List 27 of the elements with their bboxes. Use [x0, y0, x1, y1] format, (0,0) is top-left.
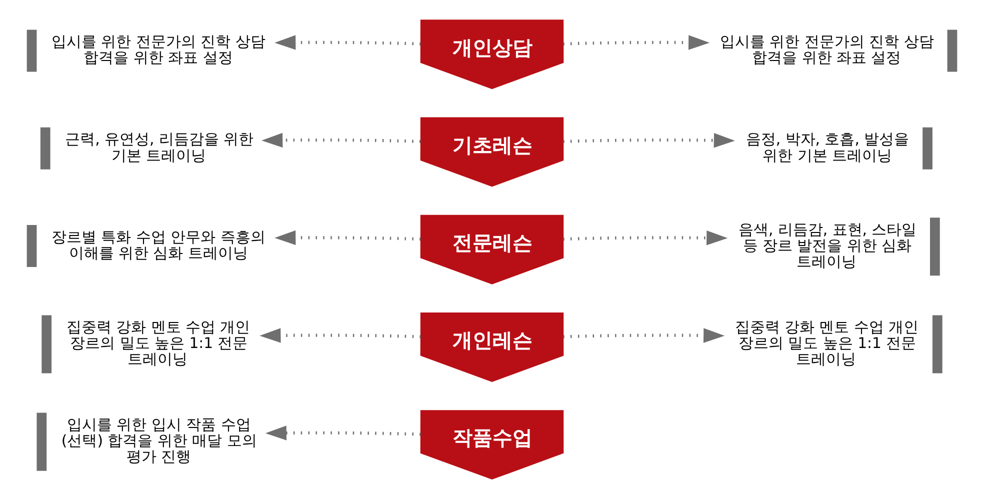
node-label: 음색, 리듬감, 표현, 스타일 등 장르 발전을 위한 심화 트레이닝	[738, 221, 916, 271]
arrow	[274, 230, 420, 246]
node-box	[932, 315, 942, 374]
node-box	[26, 225, 36, 267]
node-box	[922, 127, 932, 170]
arrow	[264, 426, 420, 440]
node-box	[26, 30, 36, 72]
node-label: 집중력 강화 멘토 수업 개인 장르의 밀도 높은 1:1 전문 트레이닝	[734, 318, 918, 368]
node-label: 입시를 위한 전문가의 진학 상담 합격을 위한 좌표 설정	[51, 34, 265, 67]
arrow	[259, 328, 420, 343]
node-box	[946, 30, 957, 72]
node-label: 장르별 특화 수업 안무와 즉흥의 이해를 위한 심화 트레이닝	[51, 228, 265, 262]
arrow	[562, 133, 734, 148]
node-label: 입시를 위한 입시 작품 수업 (선택) 합격을 위한 매달 모의 평가 진행	[60, 416, 256, 466]
node-box	[41, 315, 52, 374]
arrow	[274, 35, 420, 50]
arrow	[562, 328, 724, 343]
node-label: 음정, 박자, 호흡, 발성을 위한 기본 트레이닝	[745, 131, 909, 164]
node-label: 입시를 위한 전문가의 진학 상담 합격을 위한 좌표 설정	[719, 34, 934, 67]
node-label: 집중력 강화 멘토 수업 개인 장르의 밀도 높은 1:1 전문 트레이닝	[66, 318, 250, 368]
node-box	[40, 127, 50, 170]
node-label: 근력, 유연성, 리듬감을 위한 기본 트레이닝	[64, 131, 254, 164]
arrow	[562, 35, 710, 50]
arrow	[562, 230, 728, 246]
arrow	[261, 132, 420, 148]
node-box	[36, 412, 46, 471]
node-box	[930, 218, 940, 276]
